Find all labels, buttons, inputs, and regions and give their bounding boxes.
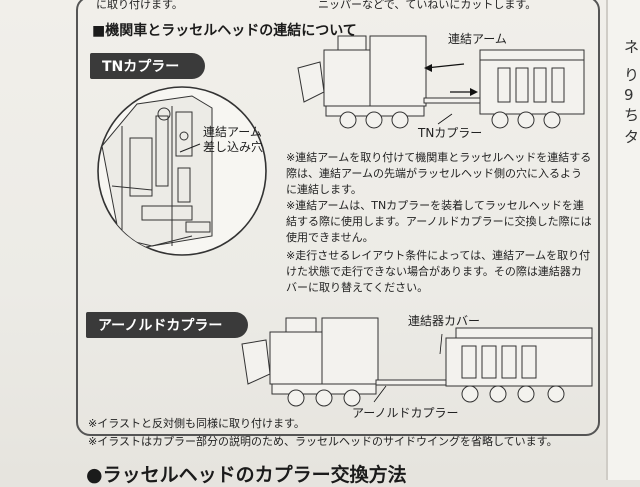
coupler-inset-illustration bbox=[97, 86, 267, 256]
edge-char: タ bbox=[624, 128, 640, 146]
arnold-coupler-callout: アーノルドカプラー bbox=[352, 406, 459, 420]
adjacent-page-edge bbox=[606, 0, 640, 480]
arm-hole-callout: 連結アーム 差し込み穴 bbox=[203, 125, 263, 155]
edge-char: ネ bbox=[624, 38, 640, 56]
tn-coupler-callout: TNカプラー bbox=[418, 126, 483, 140]
footnote-opposite-side: ※イラストと反対側も同様に取り付けます。 bbox=[88, 417, 305, 430]
arnold-coupling-illustration bbox=[241, 317, 593, 407]
top-text-right: ニッパーなどで、ていねいにカットします。 bbox=[318, 0, 537, 11]
arm-label: 連結アーム bbox=[448, 32, 507, 46]
cover-label: 連結器カバー bbox=[408, 314, 481, 328]
tn-coupling-illustration bbox=[297, 35, 585, 129]
edge-char: ち bbox=[624, 106, 640, 124]
top-text-left: に取り付けます。 bbox=[96, 0, 183, 11]
tn-coupler-label: TNカプラー bbox=[90, 53, 206, 79]
edge-char: り bbox=[624, 66, 640, 84]
footnote-wing-omitted: ※イラストはカプラー部分の説明のため、ラッセルヘッドのサイドウイングを省略してい… bbox=[88, 435, 558, 448]
note-arm-connection: ※連結アームを取り付けて機関車とラッセルヘッドを連結する際は、連結アームの先端が… bbox=[286, 151, 592, 196]
arnold-coupler-label: アーノルドカプラー bbox=[86, 312, 249, 338]
arm-hole-callout-line1: 連結アーム bbox=[203, 125, 262, 139]
section-title: ■機関車とラッセルヘッドの連結について bbox=[92, 23, 357, 39]
content-frame bbox=[76, 0, 600, 436]
edge-char: 9 bbox=[624, 86, 634, 104]
coupler-replacement-title: ●ラッセルヘッドのカプラー交換方法 bbox=[86, 464, 407, 486]
arm-hole-callout-line2: 差し込み穴 bbox=[203, 140, 264, 154]
note-arm-usage: ※連結アームは、TNカプラーを装着してラッセルヘッドを連結する際に使用します。ア… bbox=[286, 199, 592, 244]
note-layout-condition: ※走行させるレイアウト条件によっては、連結アームを取り付けた状態で走行できない場… bbox=[286, 249, 591, 294]
